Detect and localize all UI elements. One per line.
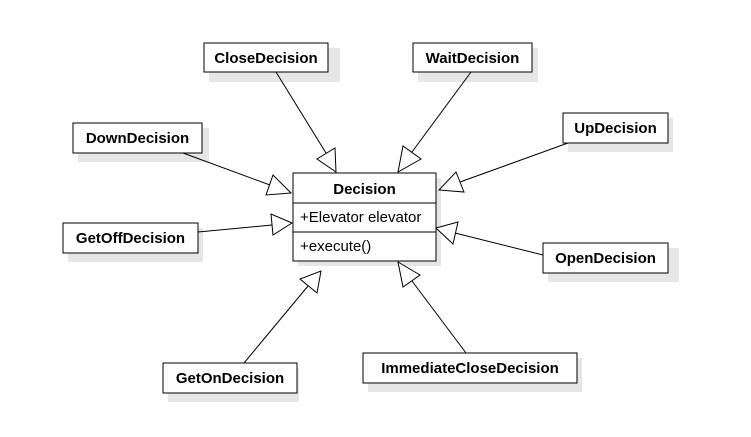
line-wait	[411, 71, 472, 153]
line-up	[459, 142, 569, 183]
class-updecision[interactable]: UpDecision	[562, 112, 669, 144]
class-attribute: +Elevator elevator	[300, 209, 421, 226]
arrowhead-close	[316, 147, 337, 173]
arrowhead-getoff	[270, 213, 294, 236]
generalization-lines	[182, 71, 569, 364]
class-method: +execute()	[300, 238, 371, 255]
line-immediateclose	[411, 280, 467, 354]
arrowhead-open	[435, 221, 459, 245]
arrowhead-up	[437, 171, 465, 193]
class-name: UpDecision	[574, 120, 657, 137]
generalization-arrowheads	[265, 145, 465, 294]
line-close	[275, 71, 327, 154]
line-open	[454, 232, 544, 256]
line-geton	[243, 285, 309, 364]
arrowhead-down	[265, 174, 293, 196]
class-waitdecision[interactable]: WaitDecision	[412, 42, 533, 73]
class-opendecision[interactable]: OpenDecision	[542, 242, 669, 274]
class-name: WaitDecision	[426, 50, 520, 67]
class-getoffdecision[interactable]: GetOffDecision	[62, 222, 199, 254]
class-closedecision[interactable]: CloseDecision	[203, 42, 329, 73]
class-name: CloseDecision	[214, 50, 317, 67]
class-downdecision[interactable]: DownDecision	[72, 122, 203, 154]
line-getoff	[197, 224, 273, 233]
class-name: DownDecision	[86, 130, 189, 147]
class-name: GetOnDecision	[176, 370, 284, 387]
line-down	[182, 152, 271, 186]
class-name: Decision	[333, 181, 396, 198]
class-immediateclosedecision[interactable]: ImmediateCloseDecision	[362, 352, 578, 384]
arrowhead-wait	[397, 145, 422, 173]
class-name: GetOffDecision	[76, 230, 185, 247]
class-decision[interactable]: Decision +Elevator elevator +execute()	[292, 172, 437, 262]
arrowhead-immediateclose	[397, 260, 421, 288]
class-name: ImmediateCloseDecision	[381, 360, 559, 377]
arrowhead-geton	[299, 270, 322, 294]
class-name: OpenDecision	[555, 250, 656, 267]
class-getondecision[interactable]: GetOnDecision	[162, 362, 298, 394]
